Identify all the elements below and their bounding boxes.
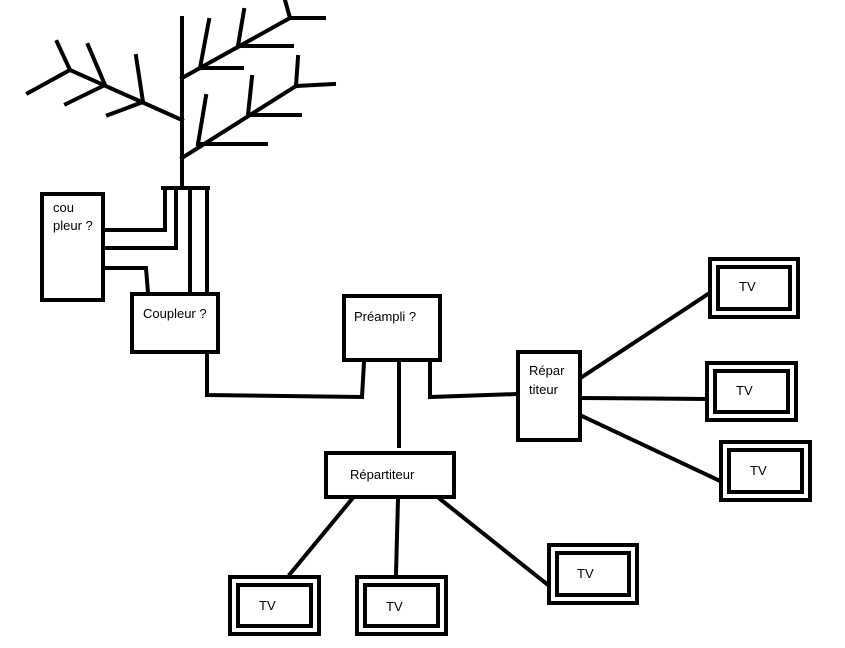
antenna (25, 0, 337, 190)
coupleur-small-label-line2: pleur ? (53, 218, 93, 233)
repartiteur-right-label-line1: Répar (529, 363, 565, 378)
preampli-box (342, 294, 442, 362)
tv-bottom-1-label: TV (259, 598, 276, 613)
tv-right-3-label: TV (750, 463, 767, 478)
antenna-element-lower-right (179, 83, 299, 161)
coupleur-box (130, 292, 220, 354)
tv-right-2-label: TV (736, 383, 753, 398)
coupleur-small-box (40, 192, 105, 302)
tv-bottom-3 (547, 543, 639, 605)
tv-bottom-1 (228, 575, 321, 636)
tv-bottom-2 (355, 575, 448, 636)
tv-right-3 (719, 440, 812, 502)
repartiteur-bottom-label: Répartiteur (350, 467, 415, 482)
coupleur-small-label-line1: cou (53, 200, 74, 215)
antenna-cables (102, 186, 209, 296)
repartiteur-right-label-line2: titeur (529, 382, 559, 397)
tv-right-1 (708, 257, 800, 319)
tv-right-1-label: TV (739, 279, 756, 294)
tv-bottom-3-label: TV (577, 566, 594, 581)
connection-lines (205, 291, 723, 588)
repartiteur-bottom-box (324, 451, 456, 499)
tv-right-2 (705, 361, 798, 422)
preampli-label: Préampli ? (354, 309, 416, 324)
antenna-element-left (67, 67, 185, 123)
tv-bottom-2-label: TV (386, 599, 403, 614)
coupleur-label: Coupleur ? (143, 306, 207, 321)
